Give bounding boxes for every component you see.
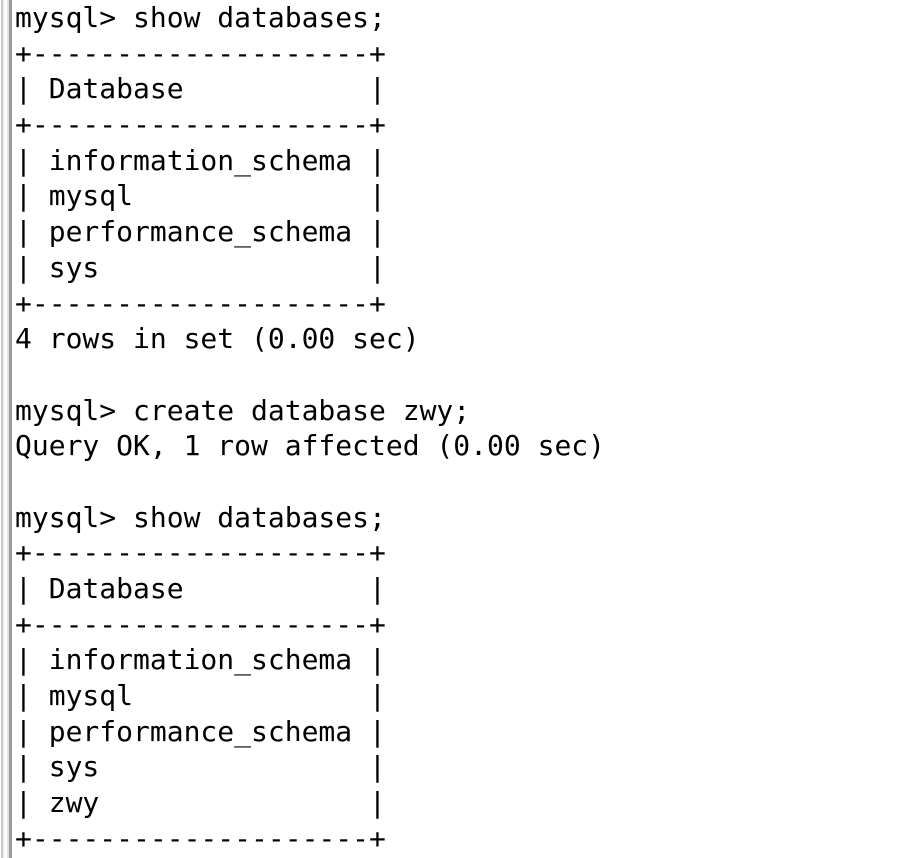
console-line: | mysql | xyxy=(15,179,386,213)
console-line: +--------------------+ xyxy=(15,286,386,320)
console-line: +--------------------+ xyxy=(15,536,386,570)
console-line: | Database | xyxy=(15,72,386,106)
console-line: mysql> show databases; xyxy=(15,500,386,534)
console-line: +--------------------+ xyxy=(15,108,386,142)
console-line: | performance_schema | xyxy=(15,215,386,249)
console-line xyxy=(15,357,900,393)
console-line: | mysql | xyxy=(15,679,386,713)
console-line: mysql> create database zwy; xyxy=(15,393,471,427)
console-line: +--------------------+ xyxy=(15,36,386,70)
console-line: | sys | xyxy=(15,250,386,284)
console-line: 4 rows in set (0.00 sec) xyxy=(15,322,420,356)
console-line xyxy=(15,464,900,500)
console-line: +--------------------+ xyxy=(15,821,386,855)
console-line: | performance_schema | xyxy=(15,714,386,748)
console-line: | sys | xyxy=(15,750,386,784)
console-line: Query OK, 1 row affected (0.00 sec) xyxy=(15,429,606,463)
console-line: mysql> show databases; xyxy=(15,1,386,34)
console-line: | information_schema | xyxy=(15,643,386,677)
console-line: | information_schema | xyxy=(15,143,386,177)
window-left-gutter-scrollbar[interactable] xyxy=(0,0,13,858)
console-line: | zwy | xyxy=(15,786,386,820)
console-line: +--------------------+ xyxy=(15,607,386,641)
console-line: | Database | xyxy=(15,572,386,605)
console-output[interactable]: mysql> show databases;+-----------------… xyxy=(15,0,900,858)
